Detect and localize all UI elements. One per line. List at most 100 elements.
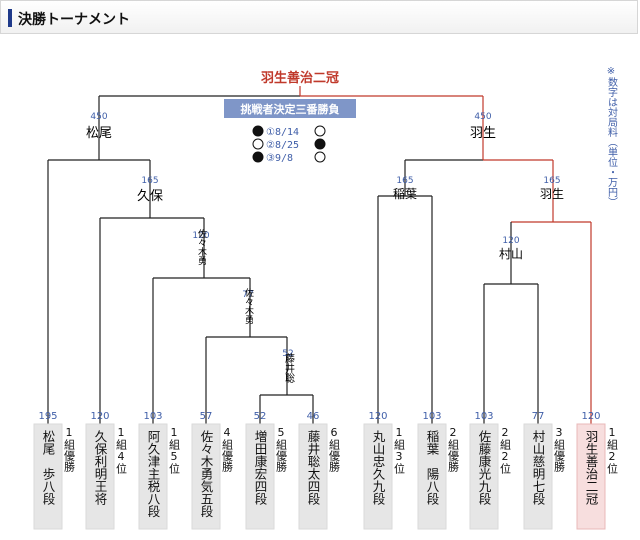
player-group: 6組優勝	[328, 426, 341, 473]
player-name-box	[576, 423, 606, 530]
winner-label: 52 藤井聡	[282, 349, 294, 384]
winner-fee: 165	[141, 176, 158, 186]
player-fee: 103	[474, 411, 493, 422]
player-group: 5組優勝	[275, 426, 288, 473]
player-group: 3組優勝	[553, 426, 566, 473]
right-result-mark	[314, 138, 326, 150]
player-name-box	[191, 423, 221, 530]
winner-name: 久保	[137, 189, 163, 204]
game-date: ①8/14	[266, 127, 299, 138]
player-name: 藤井聡太四段	[306, 430, 321, 506]
winner-label: 165 羽生	[540, 176, 564, 201]
right-result-mark	[314, 125, 326, 137]
player-name-box	[85, 423, 115, 530]
winner-label: 450 羽生	[470, 112, 496, 141]
winner-fee: 52	[282, 349, 293, 359]
player-group: 1組3位	[393, 426, 406, 474]
player-card: 103 阿久津主税八段 1組5位	[138, 411, 181, 530]
winner-name: 佐々木勇	[243, 287, 254, 325]
game-3: ③9/8	[252, 151, 326, 164]
player-card: 120 丸山忠久九段 1組3位	[363, 411, 406, 530]
winner-label: 450 松尾	[86, 112, 112, 141]
player-card: 52 増田康宏四段 5組優勝	[245, 411, 288, 530]
player-name: 羽生善治二冠	[584, 430, 599, 506]
player-card: 120 羽生善治二冠 1組2位	[576, 411, 619, 530]
winner-label: 120 村山	[499, 236, 523, 261]
player-fee: 103	[422, 411, 441, 422]
winner-fee: 165	[396, 176, 413, 186]
left-result-mark	[252, 125, 264, 137]
player-name: 阿久津主税八段	[146, 430, 161, 518]
player-fee: 77	[532, 411, 545, 422]
winner-name: 羽生	[470, 126, 496, 141]
player-fee: 195	[38, 411, 57, 422]
player-group: 4組優勝	[221, 426, 234, 473]
game-results: ①8/14 ②8/25 ③9/8	[252, 125, 326, 164]
player-card: 77 村山慈明七段 3組優勝	[523, 411, 566, 530]
player-name: 村山慈明七段	[531, 430, 546, 506]
left-result-mark	[252, 138, 264, 150]
player-fee: 52	[254, 411, 267, 422]
winner-name: 藤井聡	[283, 353, 295, 384]
player-group: 2組優勝	[447, 426, 460, 473]
winner-label: 165 久保	[137, 176, 163, 204]
winner-fee: 120	[502, 236, 519, 246]
player-fee: 103	[143, 411, 162, 422]
section-header: 決勝トーナメント	[0, 0, 638, 34]
winner-fee: 450	[90, 112, 107, 122]
winner-fee: 77	[242, 290, 253, 300]
player-card: 57 佐々木勇気五段 4組優勝	[191, 411, 234, 530]
player-name-box	[469, 423, 499, 530]
left-result-mark	[252, 151, 264, 163]
player-card: 120 久保利明王将 1組4位	[85, 411, 128, 530]
game-date: ②8/25	[266, 140, 299, 151]
player-group: 1組5位	[168, 426, 181, 474]
champion-title: 羽生善治二冠	[261, 70, 339, 86]
player-name-box	[363, 423, 393, 530]
right-result-mark	[314, 151, 326, 163]
player-fee: 120	[90, 411, 109, 422]
winner-label: 77 佐々木勇	[242, 287, 253, 325]
section-title: 決勝トーナメント	[18, 12, 130, 28]
winner-fee: 450	[474, 112, 491, 122]
player-name: 松尾 歩八段	[41, 430, 56, 506]
player-card: 103 稲葉 陽八段 2組優勝	[417, 411, 460, 530]
winner-label: 165 稲葉	[393, 176, 417, 201]
player-name: 丸山忠久九段	[371, 430, 386, 506]
player-name: 佐々木勇気五段	[199, 430, 214, 518]
game-date: ③9/8	[266, 153, 293, 164]
player-card: 46 藤井聡太四段 6組優勝	[298, 411, 341, 530]
winner-name: 稲葉	[393, 187, 417, 201]
winner-label: 120 佐々木勇	[192, 228, 209, 266]
winner-name: 村山	[499, 247, 523, 261]
bracket-lines	[47, 86, 592, 425]
header-accent-bar	[8, 9, 12, 27]
player-name-box	[298, 423, 328, 530]
player-name-box	[417, 423, 447, 530]
player-name: 久保利明王将	[93, 430, 108, 505]
player-group: 1組2位	[606, 426, 619, 474]
player-name: 佐藤康光九段	[477, 430, 492, 506]
fee-unit-note: ※数字は対局料（単位・万円）	[606, 66, 618, 207]
game-1: ①8/14	[252, 125, 326, 138]
player-fee: 46	[307, 411, 320, 422]
winner-name: 羽生	[540, 187, 564, 201]
player-name-box	[138, 423, 168, 530]
player-fee: 120	[368, 411, 387, 422]
player-card: 195 松尾 歩八段 1組優勝	[33, 411, 76, 530]
winner-name: 佐々木勇	[196, 228, 207, 266]
player-name: 増田康宏四段	[253, 430, 268, 506]
player-cards: 195 松尾 歩八段 1組優勝 120 久保利明王将 1組4位 103 阿久津主税八段 1組5位…	[33, 411, 619, 530]
player-card: 103 佐藤康光九段 2組2位	[469, 411, 512, 530]
winner-name: 松尾	[86, 126, 112, 141]
player-fee: 57	[200, 411, 213, 422]
player-fee: 120	[581, 411, 600, 422]
player-group: 1組優勝	[63, 426, 76, 473]
player-group: 2組2位	[499, 426, 512, 474]
player-name-box	[33, 423, 63, 530]
player-name-box	[523, 423, 553, 530]
player-group: 1組4位	[115, 426, 128, 474]
player-name: 稲葉 陽八段	[425, 430, 440, 506]
player-name-box	[245, 423, 275, 530]
